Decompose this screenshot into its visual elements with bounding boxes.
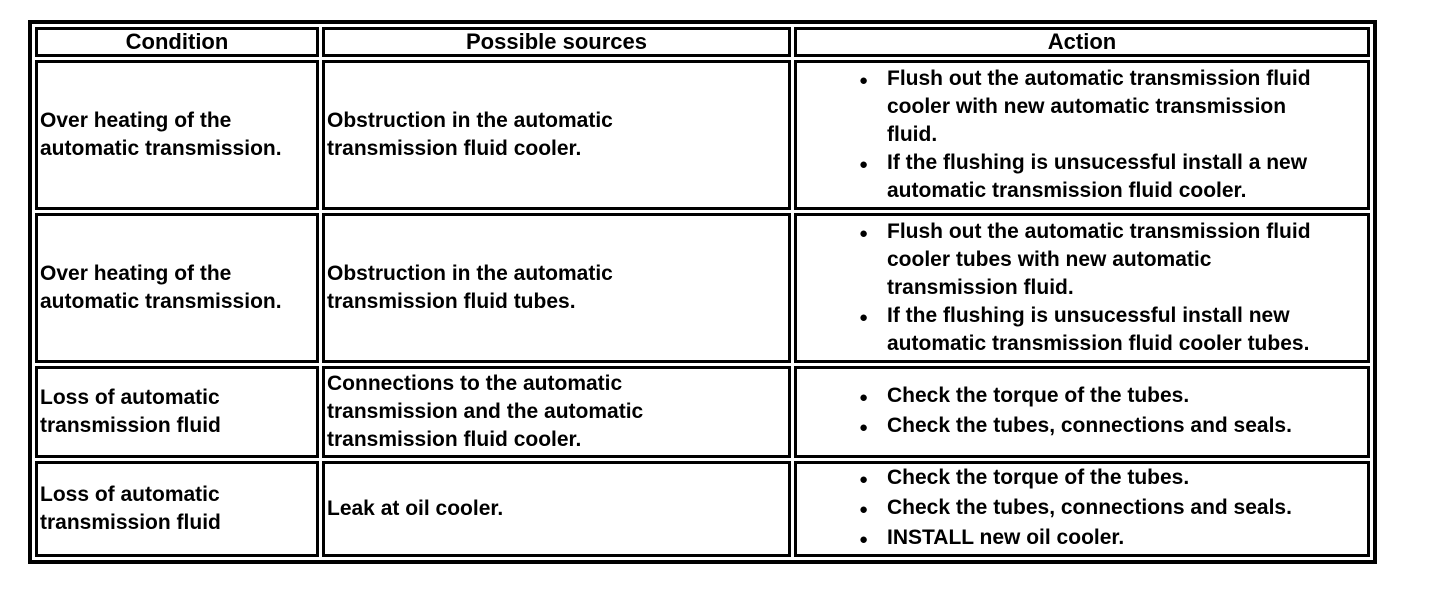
bullet-icon bbox=[859, 494, 887, 524]
action-item: Flush out the automatic transmission flu… bbox=[859, 218, 1367, 302]
cell-possible-sources: Leak at oil cooler. bbox=[322, 461, 791, 557]
cell-condition: Over heating of the automatic transmissi… bbox=[35, 213, 319, 363]
condition-text: Over heating of the automatic transmissi… bbox=[40, 262, 282, 313]
cell-possible-sources: Obstruction in the automatic transmissio… bbox=[322, 213, 791, 363]
bullet-icon bbox=[859, 412, 887, 442]
action-list: Flush out the automatic transmission flu… bbox=[797, 218, 1367, 358]
action-item-text: Check the torque of the tubes. bbox=[887, 466, 1190, 489]
cell-condition: Loss of automatic transmission fluid bbox=[35, 461, 319, 557]
condition-text: Loss of automatic transmission fluid bbox=[40, 386, 221, 437]
action-item: Check the tubes, connections and seals. bbox=[859, 412, 1367, 442]
header-possible-sources: Possible sources bbox=[322, 27, 791, 57]
action-item-text: If the flushing is unsucessful install a… bbox=[887, 151, 1308, 202]
condition-text: Over heating of the automatic transmissi… bbox=[40, 109, 282, 160]
table-row: Loss of automatic transmission fluid Con… bbox=[35, 366, 1370, 458]
table-body: Over heating of the automatic transmissi… bbox=[35, 60, 1370, 557]
action-item: If the flushing is unsucessful install n… bbox=[859, 302, 1367, 358]
action-item: Check the tubes, connections and seals. bbox=[859, 494, 1367, 524]
action-item-text: Check the tubes, connections and seals. bbox=[887, 414, 1292, 437]
action-item-text: INSTALL new oil cooler. bbox=[887, 526, 1125, 549]
action-list: Check the torque of the tubes. Check the… bbox=[797, 382, 1367, 442]
troubleshooting-table: Condition Possible sources Action Over h… bbox=[28, 20, 1377, 564]
action-item: Check the torque of the tubes. bbox=[859, 464, 1367, 494]
header-action: Action bbox=[794, 27, 1370, 57]
action-item: Check the torque of the tubes. bbox=[859, 382, 1367, 412]
sources-text: Connections to the automatic transmissio… bbox=[327, 372, 644, 451]
troubleshooting-table-container: Condition Possible sources Action Over h… bbox=[28, 20, 1377, 564]
bullet-icon bbox=[859, 302, 887, 332]
bullet-icon bbox=[859, 464, 887, 494]
action-list: Flush out the automatic transmission flu… bbox=[797, 65, 1367, 205]
table-row: Over heating of the automatic transmissi… bbox=[35, 213, 1370, 363]
cell-condition: Loss of automatic transmission fluid bbox=[35, 366, 319, 458]
bullet-icon bbox=[859, 382, 887, 412]
bullet-icon bbox=[859, 65, 887, 95]
condition-text: Loss of automatic transmission fluid bbox=[40, 483, 221, 534]
sources-text: Leak at oil cooler. bbox=[327, 497, 504, 520]
sources-text: Obstruction in the automatic transmissio… bbox=[327, 262, 613, 313]
header-condition: Condition bbox=[35, 27, 319, 57]
action-item: Flush out the automatic transmission flu… bbox=[859, 65, 1367, 149]
cell-action: Check the torque of the tubes. Check the… bbox=[794, 461, 1370, 557]
action-item: If the flushing is unsucessful install a… bbox=[859, 149, 1367, 205]
action-item-text: Check the torque of the tubes. bbox=[887, 384, 1190, 407]
cell-action: Check the torque of the tubes. Check the… bbox=[794, 366, 1370, 458]
cell-possible-sources: Connections to the automatic transmissio… bbox=[322, 366, 791, 458]
action-item-text: Flush out the automatic transmission flu… bbox=[887, 67, 1311, 146]
table-row: Over heating of the automatic transmissi… bbox=[35, 60, 1370, 210]
cell-action: Flush out the automatic transmission flu… bbox=[794, 60, 1370, 210]
table-row: Loss of automatic transmission fluid Lea… bbox=[35, 461, 1370, 557]
sources-text: Obstruction in the automatic transmissio… bbox=[327, 109, 613, 160]
action-item: INSTALL new oil cooler. bbox=[859, 524, 1367, 554]
action-list: Check the torque of the tubes. Check the… bbox=[797, 464, 1367, 554]
cell-condition: Over heating of the automatic transmissi… bbox=[35, 60, 319, 210]
action-item-text: Flush out the automatic transmission flu… bbox=[887, 220, 1311, 299]
bullet-icon bbox=[859, 218, 887, 248]
bullet-icon bbox=[859, 149, 887, 179]
cell-action: Flush out the automatic transmission flu… bbox=[794, 213, 1370, 363]
header-row: Condition Possible sources Action bbox=[35, 27, 1370, 57]
action-item-text: Check the tubes, connections and seals. bbox=[887, 496, 1292, 519]
cell-possible-sources: Obstruction in the automatic transmissio… bbox=[322, 60, 791, 210]
bullet-icon bbox=[859, 524, 887, 554]
action-item-text: If the flushing is unsucessful install n… bbox=[887, 304, 1310, 355]
table-header: Condition Possible sources Action bbox=[35, 27, 1370, 57]
